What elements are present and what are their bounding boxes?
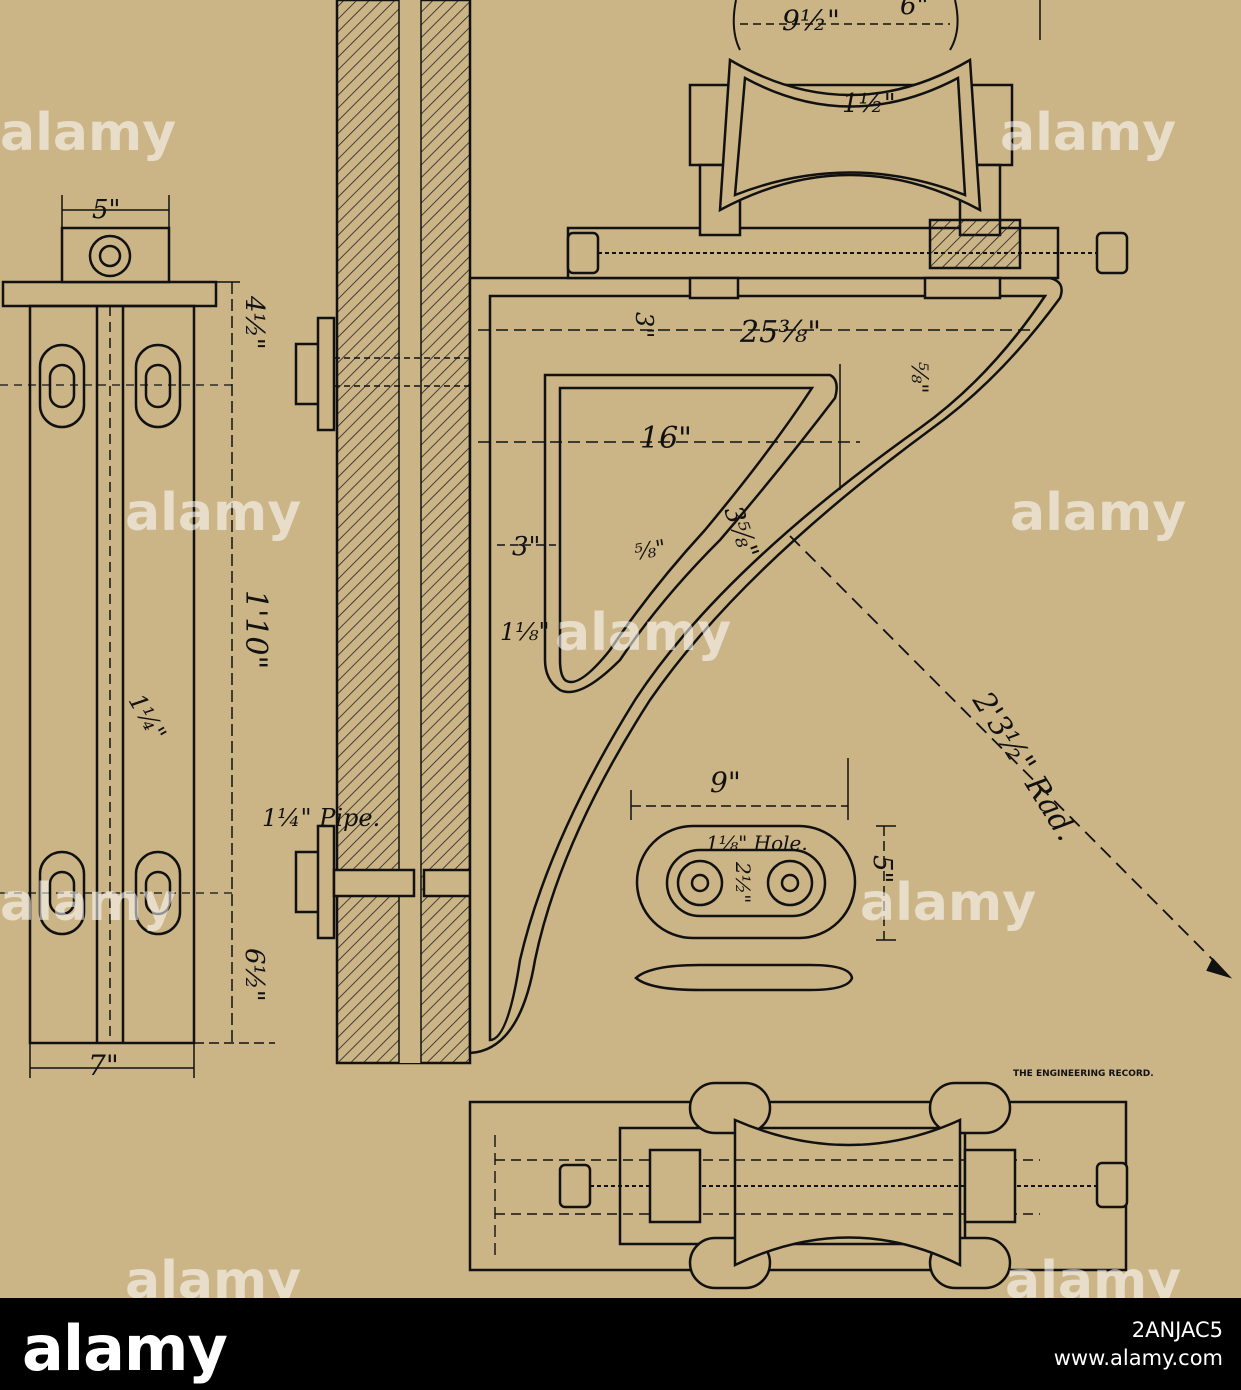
- wall-section: [335, 0, 472, 1065]
- dim-bracket-three-top: 3": [630, 312, 658, 338]
- publisher-credit: THE ENGINEERING RECORD.: [1013, 1069, 1154, 1079]
- watermark: alamy: [1010, 483, 1186, 543]
- dim-bracket-sixteen: 16": [640, 421, 692, 456]
- watermark: alamy: [0, 103, 176, 163]
- watermark: alamy: [1000, 103, 1176, 163]
- watermark: alamy: [125, 483, 301, 543]
- stock-url: www.alamy.com: [1053, 1346, 1223, 1370]
- image-id: 2ANJAC5: [1131, 1318, 1223, 1342]
- dim-bracket-five-eighths-top: ⅝": [906, 362, 931, 393]
- dim-end-four-half: 4½": [239, 295, 269, 350]
- dim-top-six: 6": [900, 0, 929, 21]
- dim-end-six-half: 6½": [239, 948, 269, 1002]
- dim-bracket-one-eighth: 1⅛": [500, 618, 550, 646]
- bracket-side-view: [468, 276, 1233, 1055]
- dim-roller: 1½": [842, 89, 896, 119]
- watermark: alamy: [0, 873, 176, 933]
- dim-top-nine-half: 9½": [782, 4, 840, 37]
- dim-end-one-quarter: 1¼": [123, 689, 172, 746]
- watermark: alamy: [125, 1251, 301, 1298]
- watermark: alamy: [555, 603, 731, 663]
- dim-pipe: 1¼" Pipe.: [262, 804, 380, 832]
- watermark: alamy: [1005, 1251, 1181, 1298]
- dim-plate-hole: 1⅛" Hole.: [706, 831, 808, 855]
- roller-assembly-side: [566, 0, 1129, 300]
- dim-plate-two-half: 2½": [731, 861, 755, 903]
- drawing-sheet: 9½" 6" 1½" 5" 4½" 1'10" 6½" 1¼" 7" 3" 25…: [0, 0, 1241, 1298]
- dim-radius: 2'3½" Rad.: [965, 685, 1085, 848]
- dim-bracket-three-left: 3": [512, 532, 541, 562]
- watermark-layer: alamy alamy alamy alamy alamy alamy alam…: [0, 103, 1186, 1298]
- dim-bracket-width: 25⅜": [739, 315, 821, 350]
- bracket-drawing: 9½" 6" 1½" 5" 4½" 1'10" 6½" 1¼" 7" 3" 25…: [0, 0, 1233, 1298]
- dim-plate-nine: 9": [710, 766, 741, 799]
- stock-footer: alamy 2ANJAC5 www.alamy.com: [0, 1298, 1241, 1390]
- dim-end-one-ten: 1'10": [238, 590, 273, 669]
- stock-image-info: 2ANJAC5 www.alamy.com: [1054, 1316, 1223, 1372]
- dim-plate-five: 5": [867, 855, 897, 884]
- dim-end-seven: 7": [88, 1049, 119, 1082]
- end-view: [0, 195, 275, 1078]
- stock-logo: alamy: [22, 1312, 228, 1385]
- slotted-plate: [630, 758, 896, 992]
- watermark: alamy: [860, 873, 1036, 933]
- roller-assembly-plan: [468, 1081, 1129, 1290]
- dim-end-five: 5": [92, 195, 121, 225]
- dim-bracket-five-eighths-inner: ⅝": [633, 536, 668, 566]
